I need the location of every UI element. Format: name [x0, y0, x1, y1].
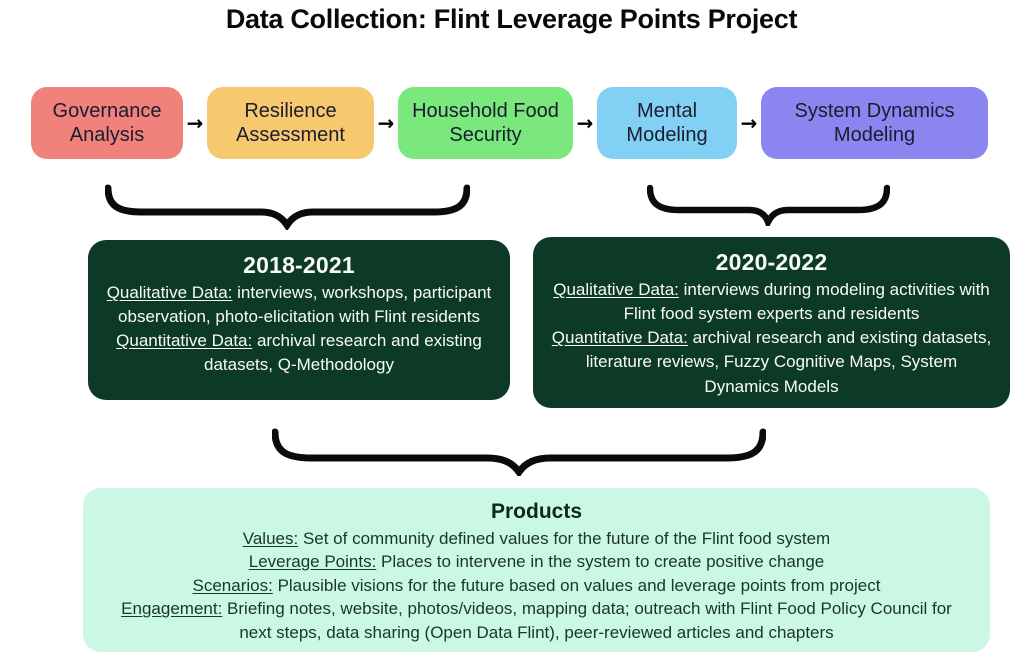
arrow-right-icon: →	[377, 111, 395, 135]
product-label: Engagement:	[121, 599, 223, 619]
quantitative-data-label: Quantitative Data:	[116, 331, 253, 351]
underbrace-right-icon	[647, 184, 890, 226]
product-line-engagement: Engagement: Briefing notes, website, pho…	[103, 597, 970, 644]
flow-box-system-dynamics-modeling: System Dynamics Modeling	[761, 87, 988, 159]
period-box-2020-2022: 2020-2022 Qualitative Data: interviews d…	[533, 237, 1010, 408]
qualitative-data-line: Qualitative Data: interviews, workshops,…	[102, 281, 496, 329]
product-label: Values:	[242, 529, 299, 548]
product-line-values: Values: Set of community defined values …	[103, 527, 970, 550]
product-line-scenarios: Scenarios: Plausible visions for the fut…	[103, 574, 970, 597]
product-text: Places to intervene in the system to cre…	[376, 552, 825, 572]
product-line-leverage-points: Leverage Points: Places to intervene in …	[103, 550, 970, 573]
qualitative-data-label: Qualitative Data:	[553, 280, 679, 299]
qualitative-data-text: interviews, workshops, participant obser…	[118, 283, 492, 327]
quantitative-data-line: Quantitative Data: archival research and…	[547, 326, 996, 398]
flow-box-household-food-security: Household Food Security	[398, 87, 573, 159]
flow-box-label: System Dynamics Modeling	[794, 99, 955, 146]
underbrace-bottom-icon	[272, 428, 766, 476]
products-title: Products	[490, 500, 582, 523]
product-text: Plausible visions for the future based o…	[272, 575, 881, 595]
quantitative-data-text: archival research and existing datasets,…	[585, 328, 992, 396]
arrow-right-icon: →	[740, 111, 758, 135]
period-box-2018-2021: 2018-2021 Qualitative Data: interviews, …	[88, 240, 510, 400]
quantitative-data-line: Quantitative Data: archival research and…	[102, 329, 496, 377]
page-title: Data Collection: Flint Leverage Points P…	[225, 4, 798, 34]
flow-box-label: Resilience Assessment	[236, 99, 345, 146]
flow-box-label: Governance Analysis	[52, 99, 162, 146]
qualitative-data-line: Qualitative Data: interviews during mode…	[547, 278, 996, 326]
product-text: Set of community defined values for the …	[298, 529, 831, 548]
flow-box-label: Household Food Security	[412, 99, 559, 146]
product-label: Leverage Points:	[248, 552, 377, 572]
qualitative-data-text: interviews during modeling activities wi…	[623, 280, 990, 324]
flow-box-label: Mental Modeling	[626, 99, 708, 146]
flow-row: Governance Analysis → Resilience Assessm…	[31, 87, 990, 159]
product-text: Briefing notes, website, photos/videos, …	[222, 599, 952, 642]
product-label: Scenarios:	[192, 575, 273, 595]
period-title: 2018-2021	[243, 252, 355, 278]
products-box: Products Values: Set of community define…	[83, 488, 990, 652]
arrow-right-icon: →	[186, 111, 204, 135]
period-title: 2020-2022	[715, 249, 828, 275]
quantitative-data-label: Quantitative Data:	[551, 328, 688, 348]
underbrace-left-icon	[105, 184, 470, 230]
flow-box-mental-modeling: Mental Modeling	[597, 87, 737, 159]
qualitative-data-label: Qualitative Data:	[106, 283, 233, 302]
flow-box-resilience-assessment: Resilience Assessment	[207, 87, 374, 159]
flow-box-governance-analysis: Governance Analysis	[31, 87, 183, 159]
quantitative-data-text: archival research and existing datasets,…	[204, 331, 482, 375]
arrow-right-icon: →	[576, 111, 594, 135]
